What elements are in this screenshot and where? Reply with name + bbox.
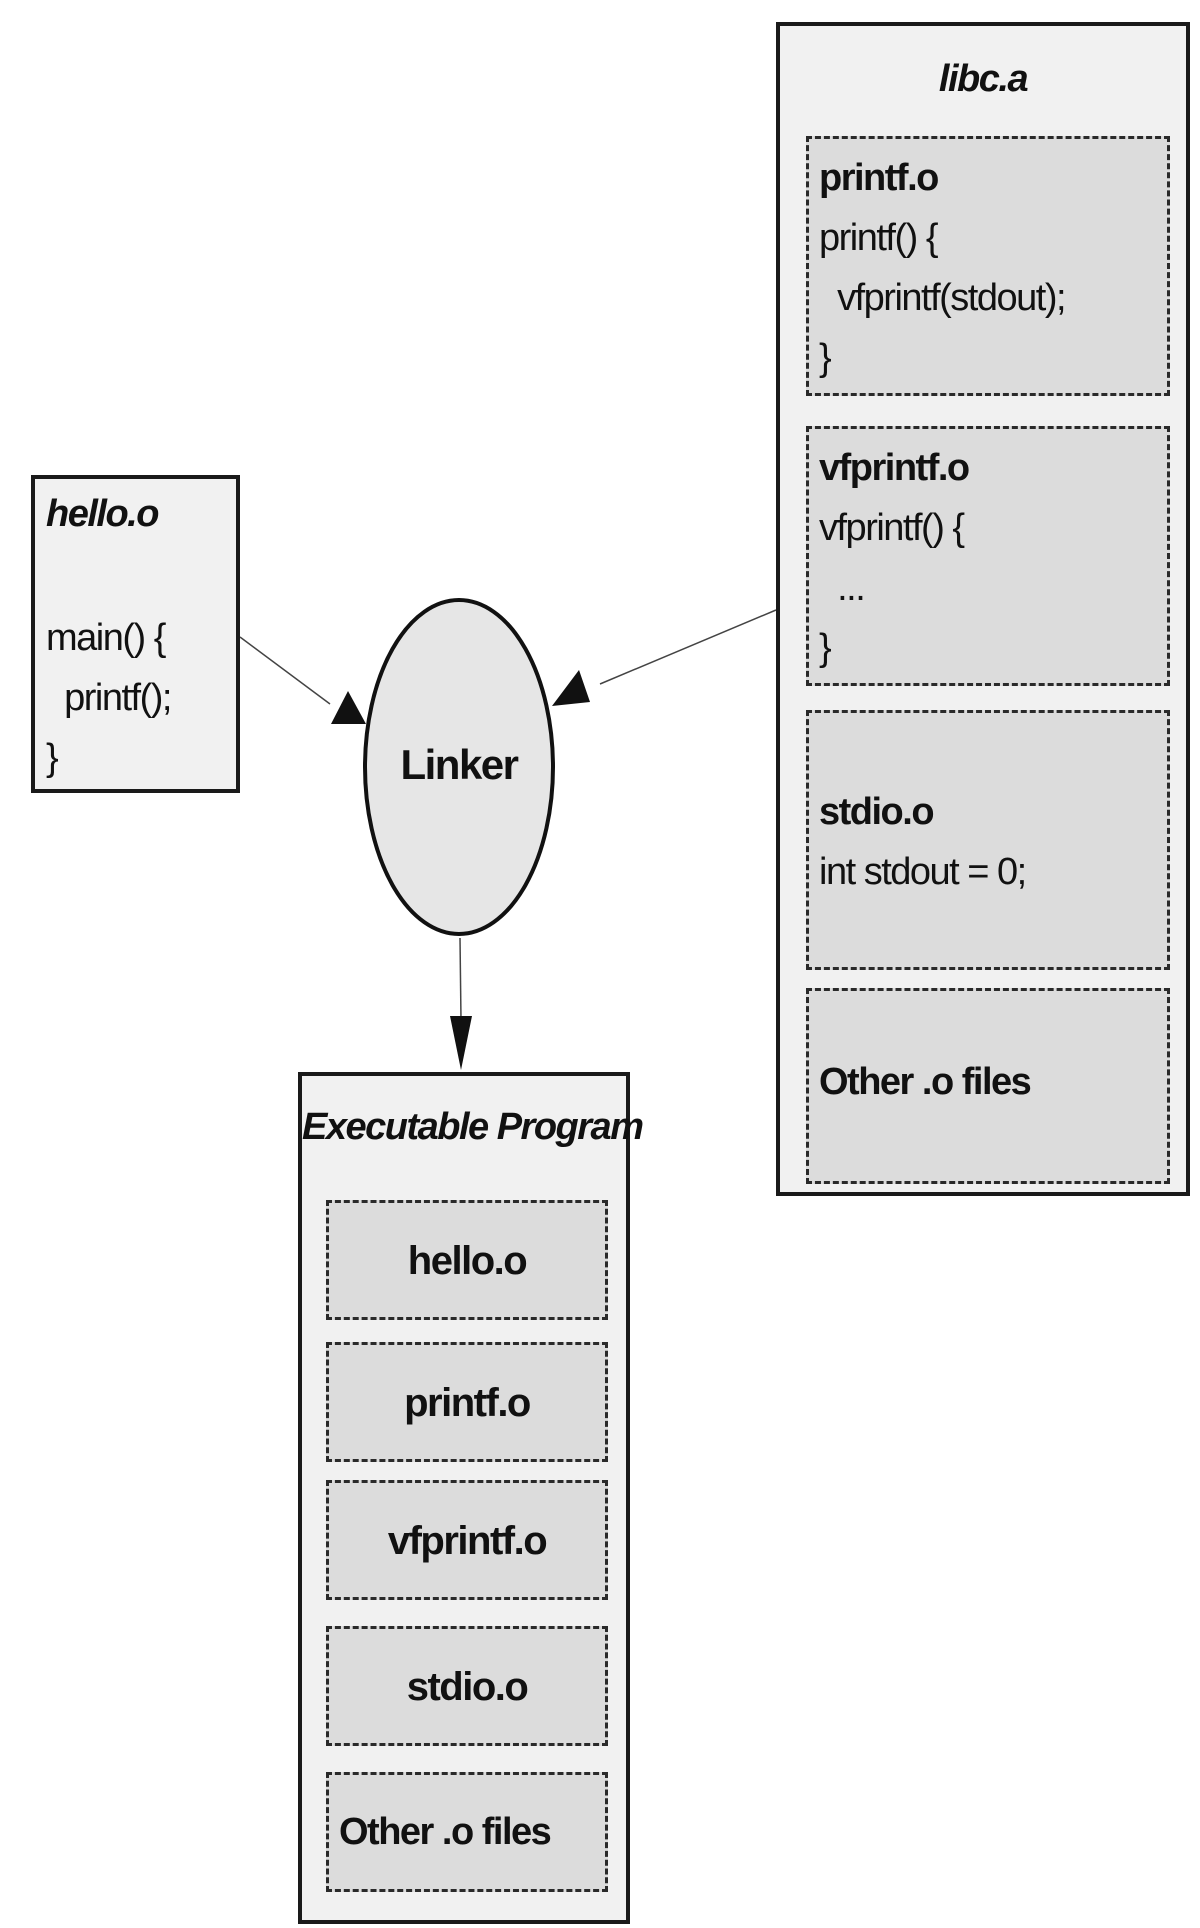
hello-o-code-line: printf(); xyxy=(46,677,172,719)
libc-a-box: libc.a printf.o printf() { vfprintf(stdo… xyxy=(776,22,1190,1196)
libc-printf-o-title: printf.o xyxy=(819,157,939,199)
arrowhead-linker-to-executable xyxy=(450,1016,472,1070)
libc-stdio-o-box: stdio.o int stdout = 0; xyxy=(806,710,1170,970)
hello-o-box: hello.o main() { printf(); } xyxy=(31,475,240,793)
libc-stdio-o-code-line: int stdout = 0; xyxy=(819,851,1027,893)
arrow-libc-to-linker xyxy=(599,609,777,685)
libc-printf-o-box: printf.o printf() { vfprintf(stdout); } xyxy=(806,136,1170,396)
executable-item-label: stdio.o xyxy=(406,1665,529,1709)
libc-printf-o-code-line: } xyxy=(819,337,832,379)
arrow-hello-to-linker xyxy=(239,636,331,705)
arrow-linker-to-executable xyxy=(459,937,462,1021)
libc-printf-o-code-line: vfprintf(stdout); xyxy=(819,277,1066,319)
executable-item-hello-o: hello.o xyxy=(326,1200,608,1320)
libc-printf-o-code-line: printf() { xyxy=(819,217,939,259)
hello-o-code-line: } xyxy=(46,737,59,779)
executable-item-other-o-files: Other .o files xyxy=(326,1772,608,1892)
executable-item-label: hello.o xyxy=(407,1239,528,1283)
libc-a-title: libc.a xyxy=(938,58,1029,100)
executable-program-box: Executable Program hello.o printf.o vfpr… xyxy=(298,1072,644,1924)
libc-vfprintf-o-code-line: ... xyxy=(819,567,866,609)
libc-stdio-o-title: stdio.o xyxy=(819,791,935,833)
arrowhead-libc-to-linker xyxy=(552,670,590,706)
executable-item-printf-o: printf.o xyxy=(326,1342,608,1462)
libc-vfprintf-o-code-line: vfprintf() { xyxy=(819,507,965,549)
executable-item-label: Other .o files xyxy=(339,1811,552,1853)
libc-other-o-files-box: Other .o files xyxy=(806,988,1170,1184)
hello-o-title: hello.o xyxy=(46,493,159,535)
hello-o-code-line: main() { xyxy=(46,617,166,659)
libc-other-o-files-title: Other .o files xyxy=(819,1061,1032,1103)
executable-program-title: Executable Program xyxy=(302,1106,644,1148)
executable-item-label: printf.o xyxy=(404,1381,531,1425)
linker-label: Linker xyxy=(400,741,519,788)
executable-item-stdio-o: stdio.o xyxy=(326,1626,608,1746)
executable-item-label: vfprintf.o xyxy=(387,1519,548,1563)
executable-item-vfprintf-o: vfprintf.o xyxy=(326,1480,608,1600)
arrowhead-hello-to-linker xyxy=(331,691,366,724)
libc-vfprintf-o-box: vfprintf.o vfprintf() { ... } xyxy=(806,426,1170,686)
libc-vfprintf-o-title: vfprintf.o xyxy=(819,447,970,489)
libc-vfprintf-o-code-line: } xyxy=(819,627,832,669)
